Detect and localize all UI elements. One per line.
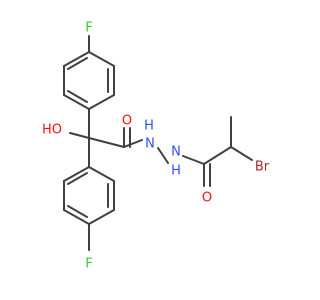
nitrogen-atom-label: N (171, 145, 181, 160)
bond (67, 90, 88, 103)
canvas-background (0, 0, 300, 300)
bond (67, 57, 88, 70)
bond (88, 209, 115, 225)
bond (63, 166, 90, 182)
hydrogen-atom-label: H (144, 119, 154, 134)
fluorine-atom-label: F (85, 257, 92, 272)
bonds (63, 35, 253, 251)
bond (88, 51, 115, 67)
hydroxyl-label: HO (42, 123, 62, 138)
bond (69, 132, 90, 139)
bond (88, 166, 115, 182)
bond (157, 147, 169, 164)
atom-labels: F HO O H N N H Br O F (42, 21, 270, 272)
bond (63, 51, 90, 67)
oxygen-atom-label: O (122, 114, 132, 129)
bond (88, 137, 125, 148)
bond (182, 155, 205, 165)
bond (63, 209, 90, 225)
nitrogen-atom-label: N (145, 137, 155, 152)
bond (123, 139, 143, 148)
hydrogen-atom-label: H (171, 164, 181, 179)
fluorine-atom-label: F (85, 21, 92, 36)
bond (67, 172, 88, 185)
oxygen-atom-label: O (202, 191, 212, 206)
bond (67, 205, 88, 218)
molecule-structure: F HO O H N N H Br O F (0, 0, 300, 300)
bond (230, 146, 253, 161)
bond (203, 146, 232, 165)
bond (88, 94, 115, 110)
bond (63, 94, 90, 110)
bromine-atom-label: Br (255, 160, 270, 175)
